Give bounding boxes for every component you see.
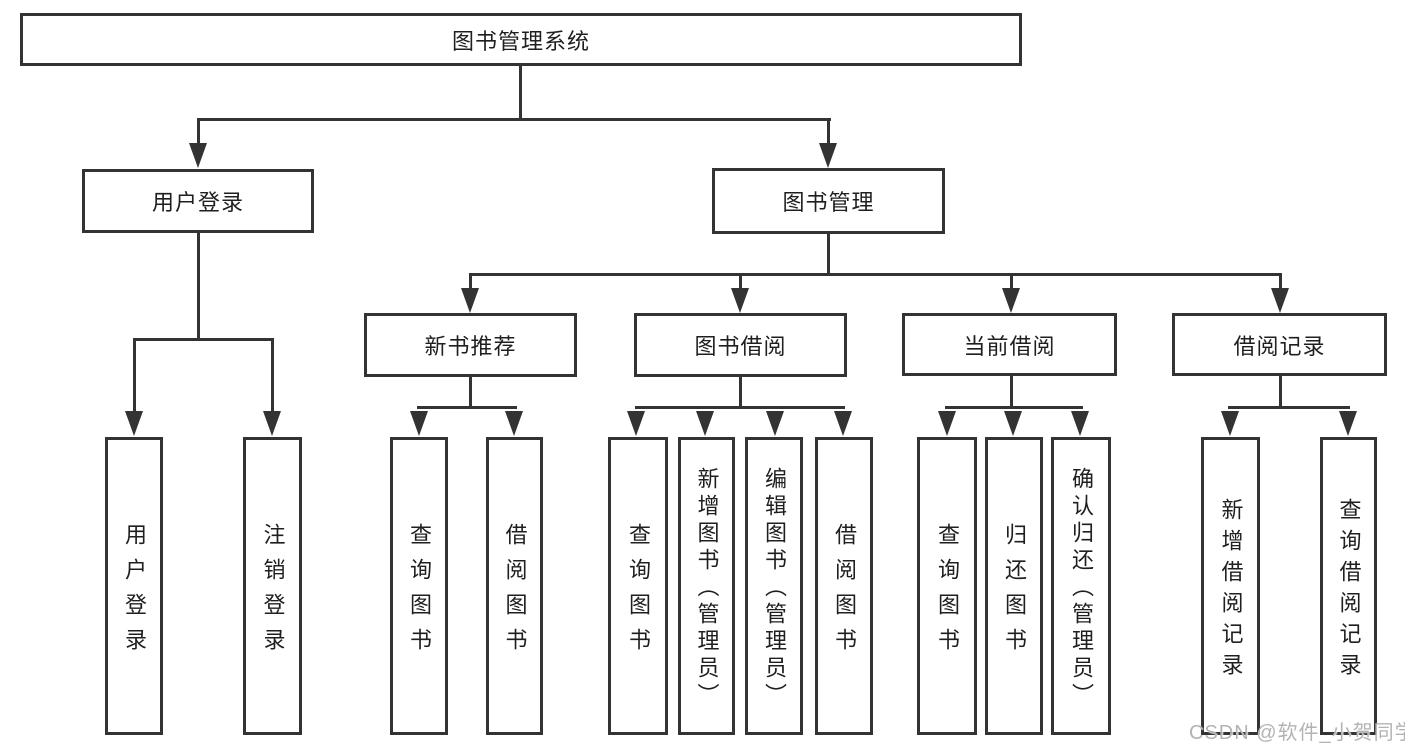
arrow-down-icon bbox=[263, 411, 281, 436]
connector-vline bbox=[133, 338, 136, 414]
arrow-down-icon bbox=[1004, 411, 1022, 436]
leaf-borrow-books-borrowing: 借阅图书 bbox=[815, 437, 873, 735]
leaf-query-books-borrowing: 查询图书 bbox=[608, 437, 668, 735]
arrow-down-icon bbox=[627, 411, 645, 436]
node-borrowing-records-label: 借阅记录 bbox=[1233, 333, 1326, 359]
connector-vline bbox=[1010, 375, 1013, 408]
node-book-borrowing: 图书借阅 bbox=[634, 313, 847, 377]
connector-hline bbox=[197, 118, 831, 121]
leaf-query-books-current-label: 查询图书 bbox=[935, 522, 960, 663]
leaf-borrow-books-borrowing-label: 借阅图书 bbox=[832, 522, 857, 663]
node-book-borrowing-label: 图书借阅 bbox=[694, 334, 787, 359]
leaf-add-book-admin: 新增图书（管理员） bbox=[678, 437, 735, 735]
leaf-query-borrow-record: 查询借阅记录 bbox=[1320, 437, 1377, 735]
node-user-login: 用户登录 bbox=[82, 169, 314, 233]
connector-vline bbox=[271, 338, 274, 414]
arrow-down-icon bbox=[1271, 288, 1289, 313]
connector-vline bbox=[827, 232, 830, 276]
leaf-edit-book-admin-label: 编辑图书（管理员） bbox=[762, 467, 787, 710]
leaf-edit-book-admin: 编辑图书（管理员） bbox=[745, 437, 803, 735]
connector-hline bbox=[469, 273, 1282, 276]
node-root-label: 图书管理系统 bbox=[451, 28, 590, 54]
connector-vline bbox=[827, 118, 830, 146]
connector-vline bbox=[1010, 273, 1013, 291]
connector-vline bbox=[1279, 273, 1282, 291]
leaf-borrow-books-recommend: 借阅图书 bbox=[486, 437, 543, 735]
node-current-borrowing: 当前借阅 bbox=[902, 313, 1117, 376]
arrow-down-icon bbox=[1002, 288, 1020, 313]
leaf-query-books-recommend-label: 查询图书 bbox=[407, 522, 432, 663]
connector-vline bbox=[469, 374, 472, 408]
arrow-down-icon bbox=[505, 411, 523, 436]
arrow-down-icon bbox=[461, 288, 479, 313]
node-new-book-recommendation-label: 新书推荐 bbox=[424, 334, 517, 359]
leaf-query-books-borrowing-label: 查询图书 bbox=[626, 522, 651, 663]
connector-vline bbox=[469, 273, 472, 291]
arrow-down-icon bbox=[1071, 411, 1089, 436]
connector-vline bbox=[739, 273, 742, 291]
arrow-down-icon bbox=[1221, 411, 1239, 436]
node-current-borrowing-label: 当前借阅 bbox=[963, 333, 1056, 359]
arrow-down-icon bbox=[819, 143, 837, 168]
arrow-down-icon bbox=[189, 143, 207, 168]
arrow-down-icon bbox=[731, 288, 749, 313]
arrow-down-icon bbox=[938, 411, 956, 436]
connector-vline bbox=[519, 63, 522, 121]
leaf-add-borrow-record-label: 新增借阅记录 bbox=[1218, 497, 1244, 684]
leaf-query-borrow-record-label: 查询借阅记录 bbox=[1336, 497, 1362, 684]
leaf-return-books-label: 归还图书 bbox=[1002, 522, 1027, 663]
node-root: 图书管理系统 bbox=[20, 13, 1022, 66]
node-new-book-recommendation: 新书推荐 bbox=[364, 313, 577, 377]
node-user-login-label: 用户登录 bbox=[151, 190, 244, 215]
connector-vline bbox=[1279, 375, 1282, 408]
leaf-confirm-return-admin: 确认归还（管理员） bbox=[1051, 437, 1111, 735]
arrow-down-icon bbox=[766, 411, 784, 436]
arrow-down-icon bbox=[125, 411, 143, 436]
connector-hline bbox=[133, 338, 274, 341]
csdn-watermark: CSDN @软件_小贺同学 bbox=[1189, 722, 1405, 744]
leaf-user-login: 用户登录 bbox=[105, 437, 163, 735]
connector-vline bbox=[739, 375, 742, 408]
node-borrowing-records: 借阅记录 bbox=[1172, 313, 1387, 376]
arrow-down-icon bbox=[410, 411, 428, 436]
arrow-down-icon bbox=[1339, 411, 1357, 436]
leaf-borrow-books-recommend-label: 借阅图书 bbox=[502, 522, 528, 663]
leaf-query-books-current: 查询图书 bbox=[917, 437, 977, 735]
leaf-logout-login-label: 注销登录 bbox=[260, 522, 286, 663]
leaf-logout-login: 注销登录 bbox=[243, 437, 302, 735]
leaf-user-login-label: 用户登录 bbox=[122, 522, 147, 663]
connector-hline bbox=[417, 406, 517, 409]
connector-vline bbox=[197, 231, 200, 341]
leaf-confirm-return-admin-label: 确认归还（管理员） bbox=[1069, 467, 1094, 710]
connector-vline bbox=[197, 118, 200, 146]
leaf-add-borrow-record: 新增借阅记录 bbox=[1201, 437, 1260, 735]
arrow-down-icon bbox=[696, 411, 714, 436]
node-book-management-label: 图书管理 bbox=[782, 190, 875, 215]
connector-hline bbox=[635, 406, 845, 409]
connector-hline bbox=[945, 406, 1083, 409]
leaf-query-books-recommend: 查询图书 bbox=[390, 437, 448, 735]
node-book-management: 图书管理 bbox=[712, 168, 945, 234]
leaf-return-books: 归还图书 bbox=[985, 437, 1043, 735]
leaf-add-book-admin-label: 新增图书（管理员） bbox=[694, 467, 720, 710]
connector-hline bbox=[1228, 406, 1350, 409]
arrow-down-icon bbox=[834, 411, 852, 436]
